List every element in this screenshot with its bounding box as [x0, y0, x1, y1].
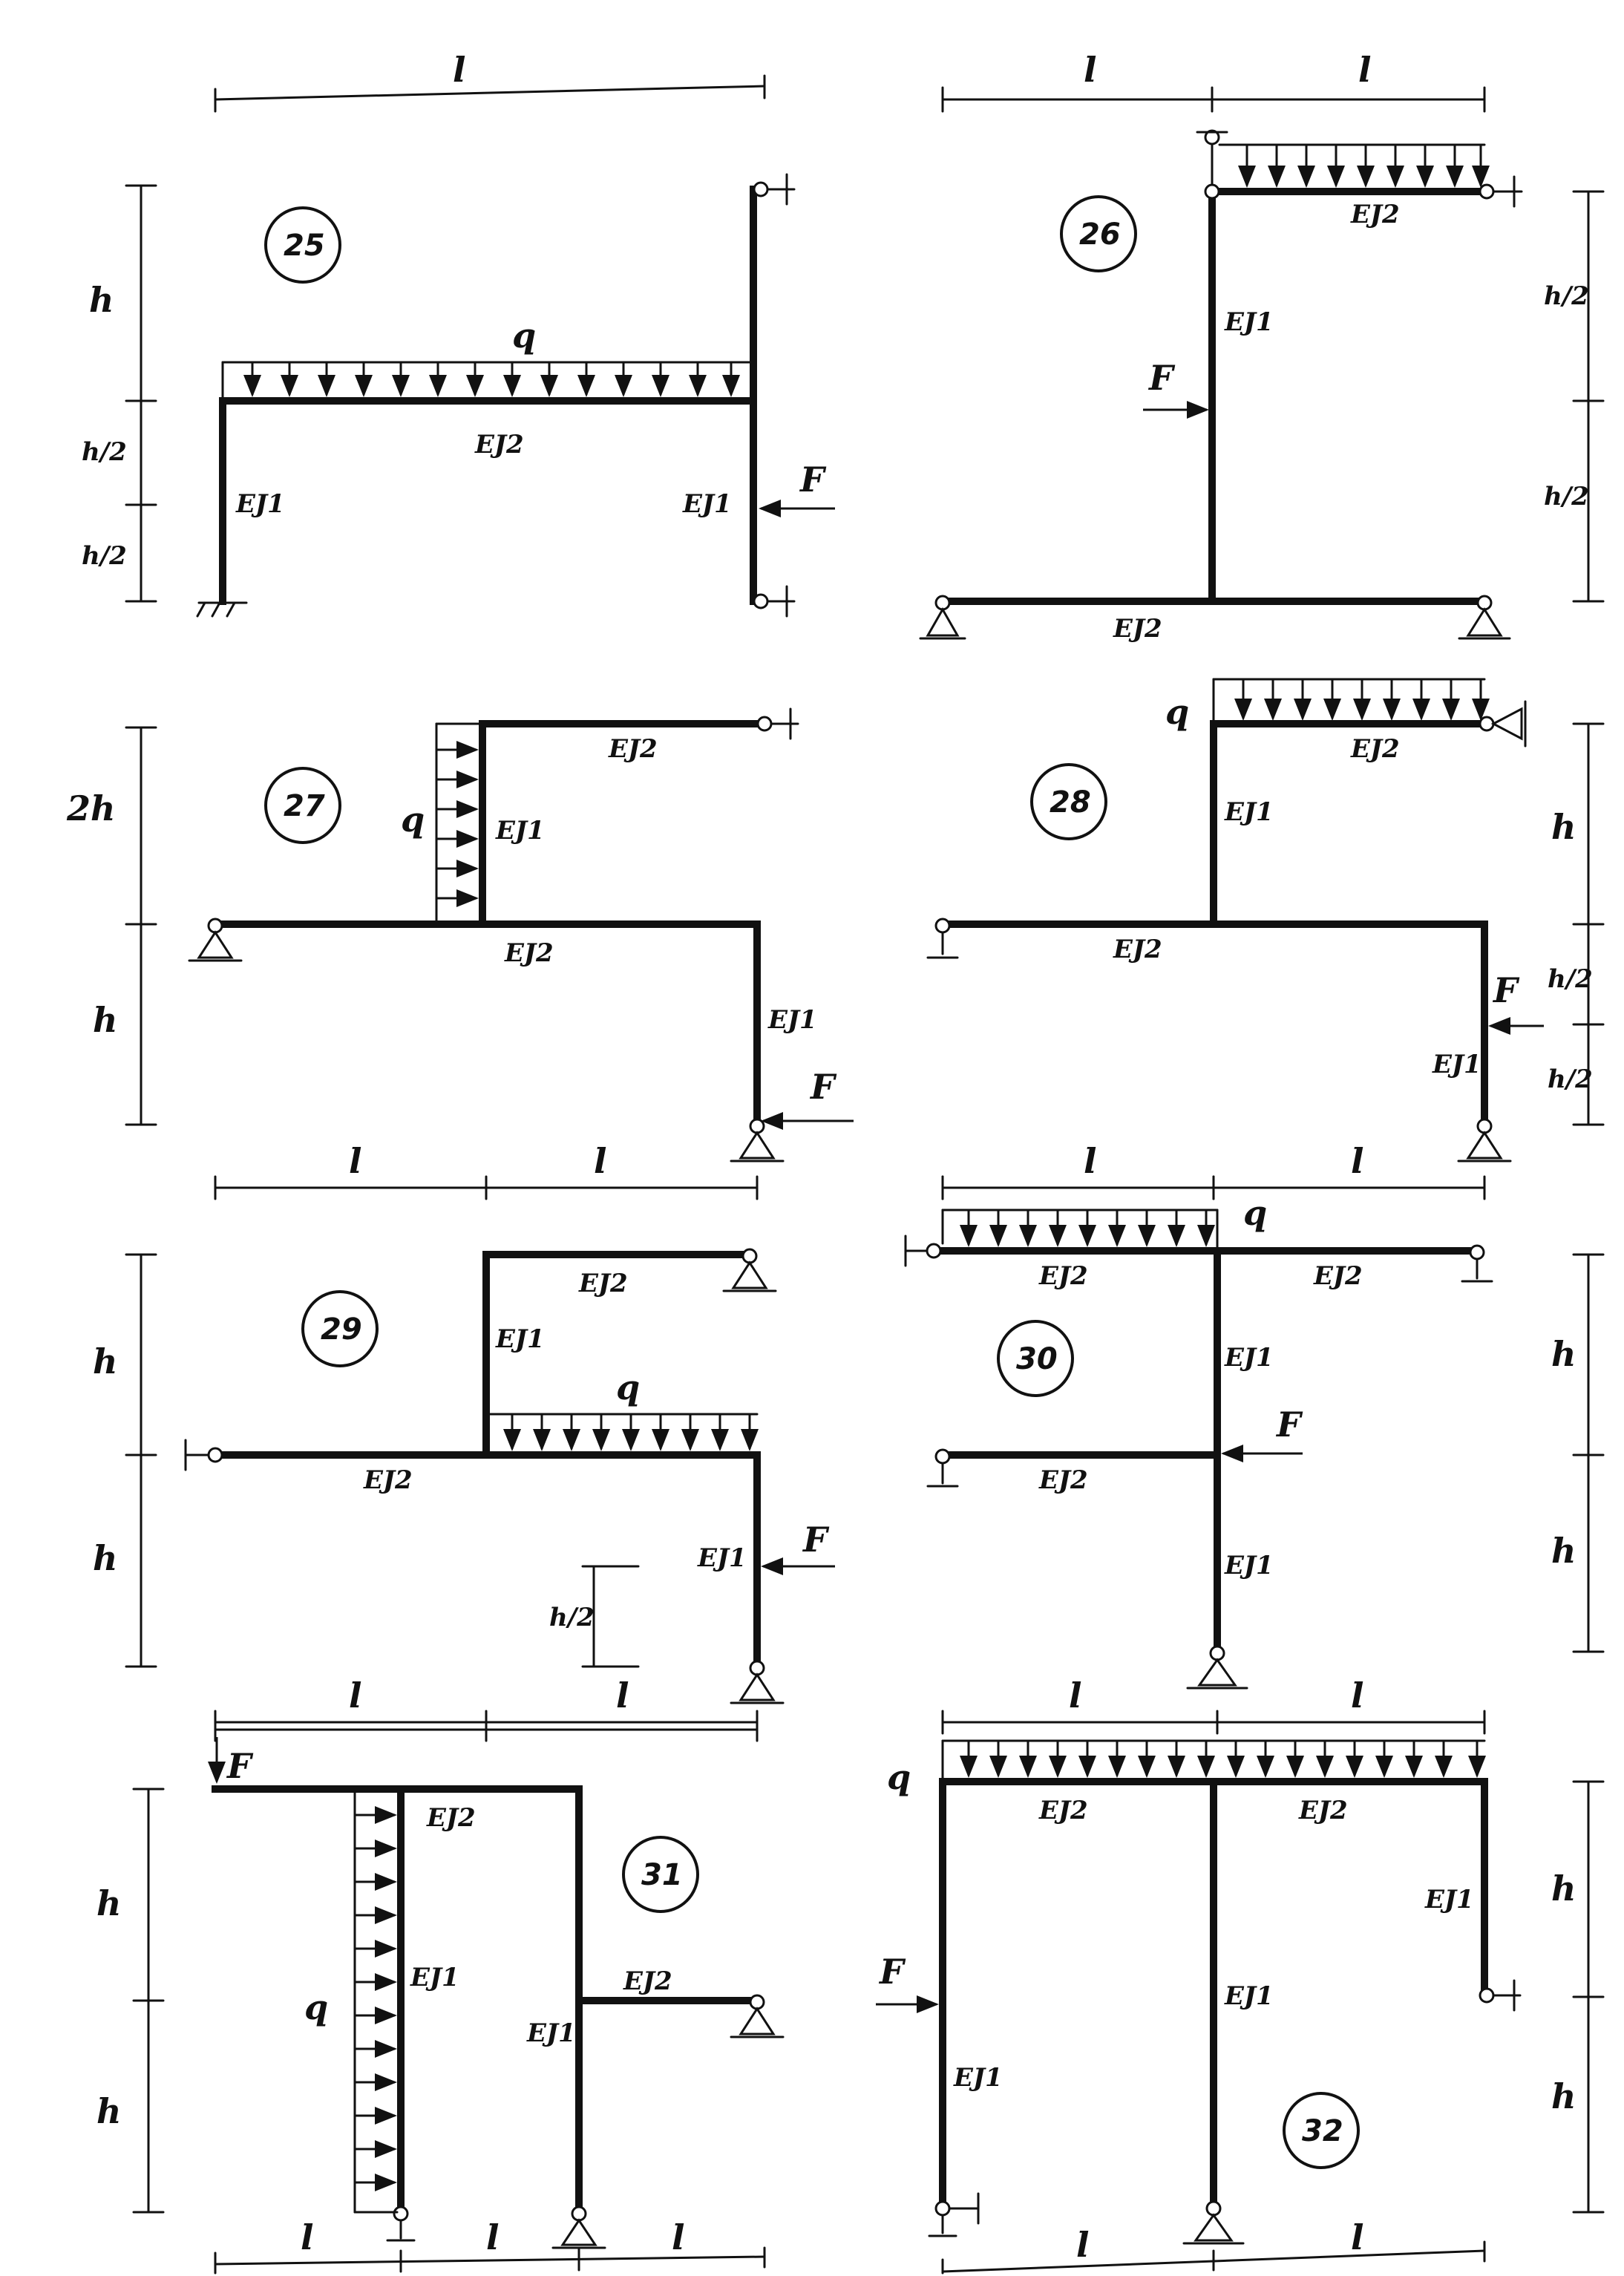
- dim-height: h: [1551, 1531, 1576, 1571]
- stiffness-label: EJ2: [608, 734, 658, 764]
- stiffness-label: EJ2: [1113, 935, 1162, 964]
- force-label: F: [802, 1520, 830, 1560]
- dim-half-height: h/2: [549, 1603, 595, 1632]
- load-label: q: [1243, 1193, 1267, 1233]
- stiffness-label: EJ2: [1113, 614, 1162, 644]
- frame-31: h h l l l 31: [96, 1717, 785, 2275]
- problem-number: 29: [321, 1312, 362, 1347]
- dim-length: l: [1069, 1675, 1081, 1716]
- load-label: q: [616, 1367, 640, 1407]
- dim-length: l: [594, 1141, 606, 1181]
- stiffness-label: EJ1: [1224, 797, 1274, 827]
- problem-number: 25: [284, 229, 325, 263]
- dim-double-height: 2h: [66, 788, 115, 828]
- dim-half-height: h/2: [1544, 482, 1589, 511]
- problem-number: 31: [641, 1858, 683, 1892]
- dim-length: l: [453, 50, 465, 90]
- load-label: q: [304, 1987, 328, 2027]
- stiffness-label: EJ2: [363, 1465, 413, 1495]
- problem-number: 32: [1302, 2114, 1343, 2148]
- dim-half-height: h/2: [82, 437, 127, 467]
- stiffness-label: EJ2: [1350, 200, 1400, 229]
- dim-length: l: [672, 2217, 684, 2257]
- problem-number: 26: [1079, 218, 1121, 252]
- problem-number: 28: [1050, 785, 1091, 820]
- dim-height: h: [89, 280, 114, 320]
- dim-height: h: [1551, 807, 1576, 847]
- stiffness-label: EJ1: [767, 1005, 817, 1035]
- stiffness-label: EJ1: [953, 2063, 1003, 2093]
- dim-height: h: [93, 1538, 117, 1578]
- stiffness-label: EJ2: [578, 1269, 628, 1298]
- stiffness-label: EJ2: [474, 430, 524, 460]
- dim-length: l: [1084, 50, 1096, 90]
- dim-height: h: [1551, 1334, 1576, 1374]
- dim-length: l: [486, 2217, 499, 2257]
- frame-32: h h l l 32: [876, 1739, 1605, 2275]
- dim-half-height: h/2: [1548, 1065, 1593, 1094]
- load-label: q: [401, 799, 425, 840]
- dim-half-height: h/2: [1548, 964, 1593, 994]
- dim-length: l: [1351, 1675, 1363, 1716]
- dim-height: h: [93, 1341, 117, 1381]
- frame-28: h h/2 h/2 l l 28 q: [926, 678, 1605, 1200]
- dim-length: l: [349, 1675, 361, 1716]
- load-label: q: [512, 315, 536, 356]
- stiffness-label: EJ1: [1424, 1885, 1474, 1914]
- stiffness-label: EJ2: [623, 1966, 672, 1996]
- force-label: F: [809, 1067, 837, 1107]
- dim-length: l: [1358, 50, 1371, 90]
- force-label: F: [878, 1952, 906, 1992]
- dim-height: h: [96, 1883, 121, 1923]
- dim-length: l: [616, 1675, 629, 1716]
- stiffness-label: EJ1: [526, 2018, 576, 2048]
- stiffness-label: EJ1: [1224, 307, 1274, 337]
- stiffness-label: EJ1: [495, 1324, 545, 1354]
- stiffness-label: EJ2: [1038, 1796, 1088, 1825]
- frame-30: h h l l 30 q: [904, 1175, 1605, 1735]
- stiffness-label: EJ2: [426, 1803, 476, 1833]
- stiffness-label: EJ1: [410, 1963, 459, 1992]
- dim-half-height: h/2: [1544, 281, 1589, 311]
- problem-number: 27: [284, 789, 325, 823]
- dim-length: l: [1084, 1141, 1096, 1181]
- dim-height: h: [1551, 1868, 1576, 1909]
- stiffness-label: EJ2: [1313, 1261, 1363, 1291]
- dim-length: l: [1351, 1141, 1363, 1181]
- stiffness-label: EJ2: [1350, 734, 1400, 764]
- stiffness-label: EJ2: [1298, 1796, 1348, 1825]
- stiffness-label: EJ1: [1224, 1343, 1274, 1373]
- dim-length: l: [301, 2217, 313, 2257]
- frame-26: l l h/2 h/2 26: [919, 50, 1605, 644]
- stiffness-label: EJ2: [504, 938, 554, 968]
- stiffness-label: EJ1: [235, 489, 285, 519]
- dim-length: l: [1351, 2217, 1363, 2257]
- load-label: q: [1165, 692, 1189, 732]
- dim-length: l: [1076, 2225, 1089, 2265]
- frame-27: 2h h l l 27 q F EJ2 EJ1: [66, 707, 854, 1200]
- problem-number: 30: [1016, 1342, 1058, 1376]
- stiffness-label: EJ1: [1224, 1981, 1274, 2011]
- frame-29: h h l l h/2 29 q: [93, 1248, 835, 1735]
- stiffness-label: EJ1: [682, 489, 732, 519]
- dim-half-height: h/2: [82, 541, 127, 571]
- frame-25: l h h/2 h/2 25: [82, 50, 835, 618]
- stiffness-label: EJ1: [495, 816, 545, 846]
- stiffness-label: EJ1: [1224, 1551, 1274, 1580]
- dim-height: h: [96, 2091, 121, 2131]
- force-label: F: [226, 1746, 254, 1786]
- force-label: F: [799, 460, 827, 500]
- dim-length: l: [349, 1141, 361, 1181]
- force-label: F: [1147, 358, 1176, 398]
- dim-height: h: [1551, 2076, 1576, 2116]
- force-label: F: [1275, 1404, 1303, 1445]
- dim-height: h: [93, 1000, 117, 1040]
- force-label: F: [1492, 970, 1520, 1010]
- stiffness-label: EJ1: [1432, 1050, 1481, 1079]
- load-label: q: [887, 1757, 911, 1797]
- stiffness-label: EJ2: [1038, 1465, 1088, 1495]
- stiffness-label: EJ2: [1038, 1261, 1088, 1291]
- stiffness-label: EJ1: [697, 1543, 747, 1573]
